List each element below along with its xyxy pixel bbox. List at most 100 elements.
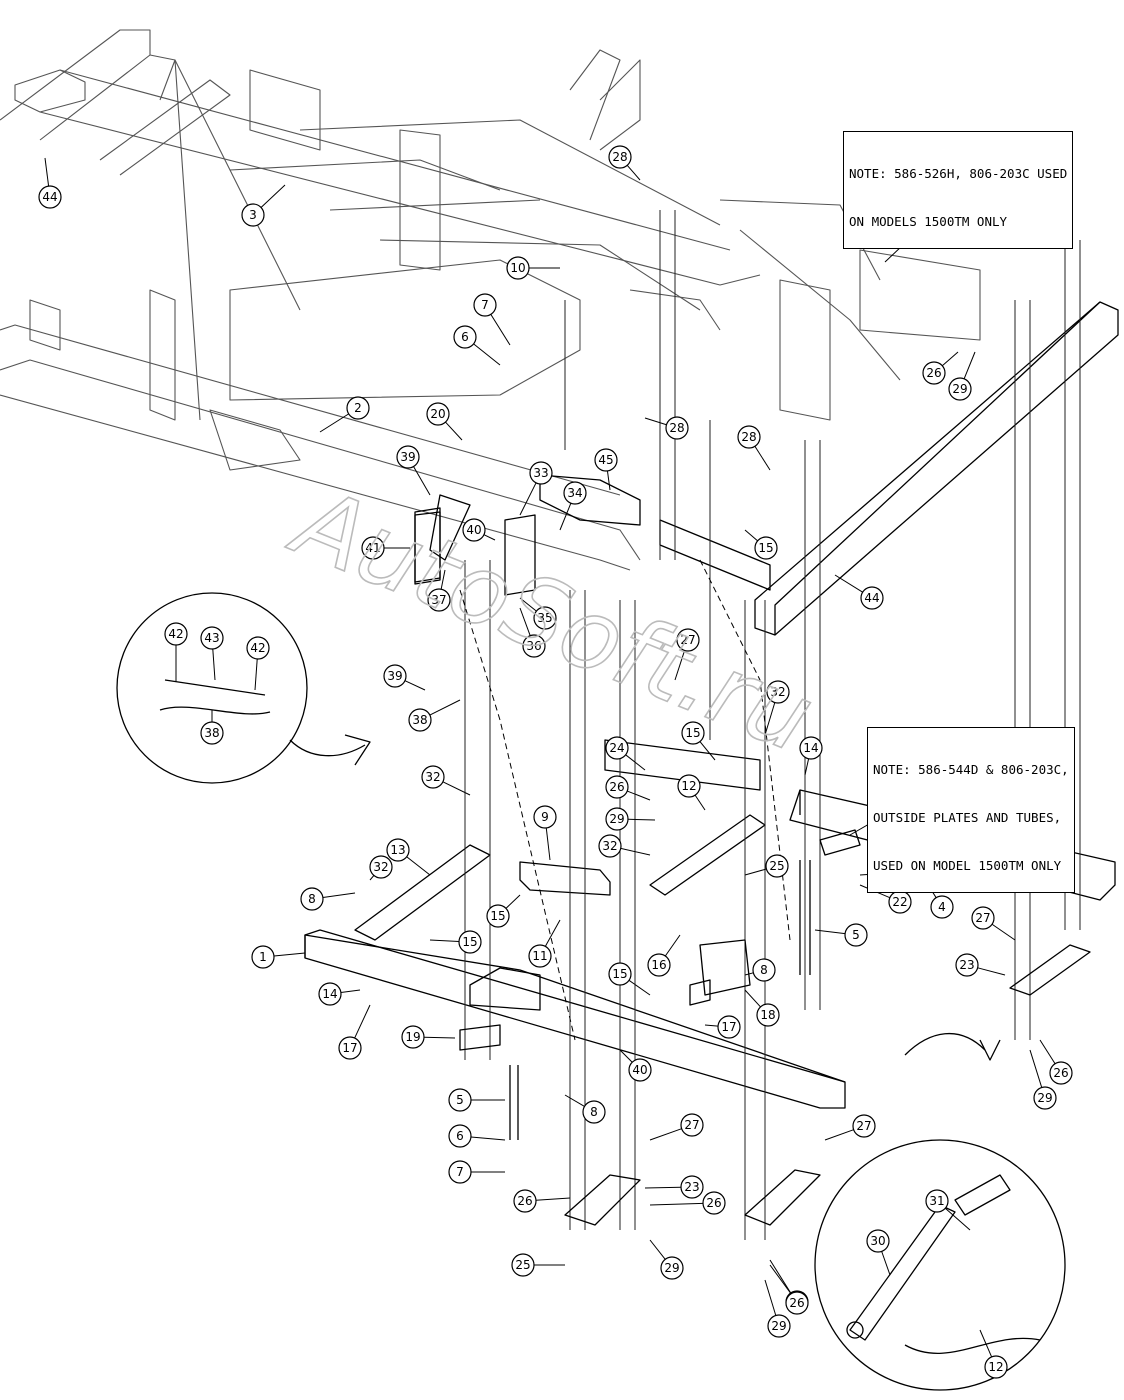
- callout-number: 42: [168, 627, 183, 641]
- callout-24: 24: [605, 736, 646, 771]
- callout-bubble: [241, 203, 265, 227]
- callout-39: 39: [383, 664, 426, 691]
- callout-5: 5: [448, 1088, 505, 1112]
- callout-number: 38: [204, 726, 219, 740]
- callout-number: 20: [430, 407, 445, 421]
- callout-bubble: [200, 721, 224, 745]
- callout-leader: [1029, 1049, 1043, 1088]
- callout-41: 41: [361, 536, 410, 560]
- callout-17: 17: [338, 1004, 371, 1060]
- callout-bubble: [396, 445, 420, 469]
- callout-10: 10: [506, 256, 560, 280]
- callout-37: 37: [427, 569, 451, 612]
- callout-bubble: [681, 721, 705, 745]
- callout-leader: [627, 790, 651, 801]
- callout-number: 34: [567, 486, 582, 500]
- callout-bubble: [676, 628, 700, 652]
- callout-number: 45: [598, 453, 613, 467]
- callout-number: 27: [975, 911, 990, 925]
- callout-number: 25: [515, 1258, 530, 1272]
- callout-number: 12: [681, 779, 696, 793]
- callout-number: 32: [425, 770, 440, 784]
- callout-27: 27: [649, 1113, 704, 1141]
- callout-44: 44: [38, 157, 62, 209]
- callout-leader: [699, 741, 716, 761]
- callout-29: 29: [764, 1279, 791, 1338]
- note-2-line-1: NOTE: 586-544D & 806-203C,: [873, 762, 1069, 777]
- callout-number: 8: [760, 963, 768, 977]
- callout-leader: [413, 466, 431, 496]
- callout-number: 35: [537, 611, 552, 625]
- callout-42: 42: [164, 622, 188, 682]
- callout-bubble: [522, 634, 546, 658]
- callout-bubble: [677, 774, 701, 798]
- callout-16: 16: [647, 934, 681, 977]
- callout-bubble: [369, 855, 393, 879]
- callout-23: 23: [644, 1175, 704, 1199]
- callout-bubble: [717, 1015, 741, 1039]
- callout-leader: [764, 702, 776, 736]
- callout-32: 32: [598, 834, 651, 858]
- callout-bubble: [513, 1189, 537, 1213]
- callout-bubble: [533, 606, 557, 630]
- callout-9: 9: [533, 805, 557, 861]
- callout-33: 33: [519, 461, 553, 516]
- callout-bubble: [1033, 1086, 1057, 1110]
- callout-number: 29: [952, 382, 967, 396]
- callout-bubble: [383, 664, 407, 688]
- callout-leader: [644, 1186, 682, 1189]
- callout-bubble: [767, 1314, 791, 1338]
- callout-number: 32: [770, 685, 785, 699]
- callout-leader: [559, 503, 572, 531]
- callout-number: 13: [390, 843, 405, 857]
- callout-number: 16: [651, 958, 666, 972]
- callout-15: 15: [608, 962, 651, 996]
- callout-bubble: [338, 1036, 362, 1060]
- callout-leader: [322, 892, 356, 898]
- callout-leader: [473, 343, 501, 366]
- callout-bubble: [582, 1100, 606, 1124]
- callout-bubble: [702, 1191, 726, 1215]
- callout-number: 31: [929, 1194, 944, 1208]
- callout-bubble: [647, 953, 671, 977]
- callout-bubble: [506, 256, 530, 280]
- callout-15: 15: [681, 721, 716, 761]
- callout-number: 38: [412, 713, 427, 727]
- callout-12: 12: [979, 1329, 1008, 1379]
- callout-45: 45: [594, 448, 618, 491]
- callout-26: 26: [922, 351, 959, 385]
- callout-number: 33: [533, 466, 548, 480]
- callout-29: 29: [948, 351, 976, 401]
- callout-bubble: [866, 1229, 890, 1253]
- note-1-line-1: NOTE: 586-526H, 806-203C USED: [849, 166, 1068, 181]
- callout-leader: [627, 818, 656, 821]
- callout-leader: [991, 923, 1016, 941]
- callout-bubble: [765, 854, 789, 878]
- callout-leader: [273, 952, 306, 957]
- callout-bubble: [453, 325, 477, 349]
- callout-bubble: [860, 586, 884, 610]
- callout-23: 23: [955, 953, 1006, 977]
- callout-36: 36: [519, 607, 546, 658]
- callout-number: 18: [760, 1008, 775, 1022]
- callout-number: 5: [852, 928, 860, 942]
- callout-6: 6: [453, 325, 501, 366]
- callout-leader: [649, 1239, 666, 1260]
- callout-leader: [423, 1036, 456, 1039]
- callout-25: 25: [744, 854, 789, 878]
- callout-number: 12: [988, 1360, 1003, 1374]
- callout-leader: [545, 827, 551, 861]
- callout-3: 3: [241, 184, 286, 227]
- callout-number: 17: [342, 1041, 357, 1055]
- callout-bubble: [361, 536, 385, 560]
- callout-number: 2: [354, 401, 362, 415]
- callout-number: 36: [526, 639, 541, 653]
- callout-17: 17: [704, 1015, 741, 1039]
- callout-32: 32: [369, 855, 393, 881]
- callout-29: 29: [605, 807, 656, 831]
- callout-28: 28: [608, 145, 641, 181]
- callout-number: 9: [541, 810, 549, 824]
- callout-bubble: [458, 930, 482, 954]
- callout-leader: [254, 658, 258, 691]
- callout-leader: [620, 847, 651, 856]
